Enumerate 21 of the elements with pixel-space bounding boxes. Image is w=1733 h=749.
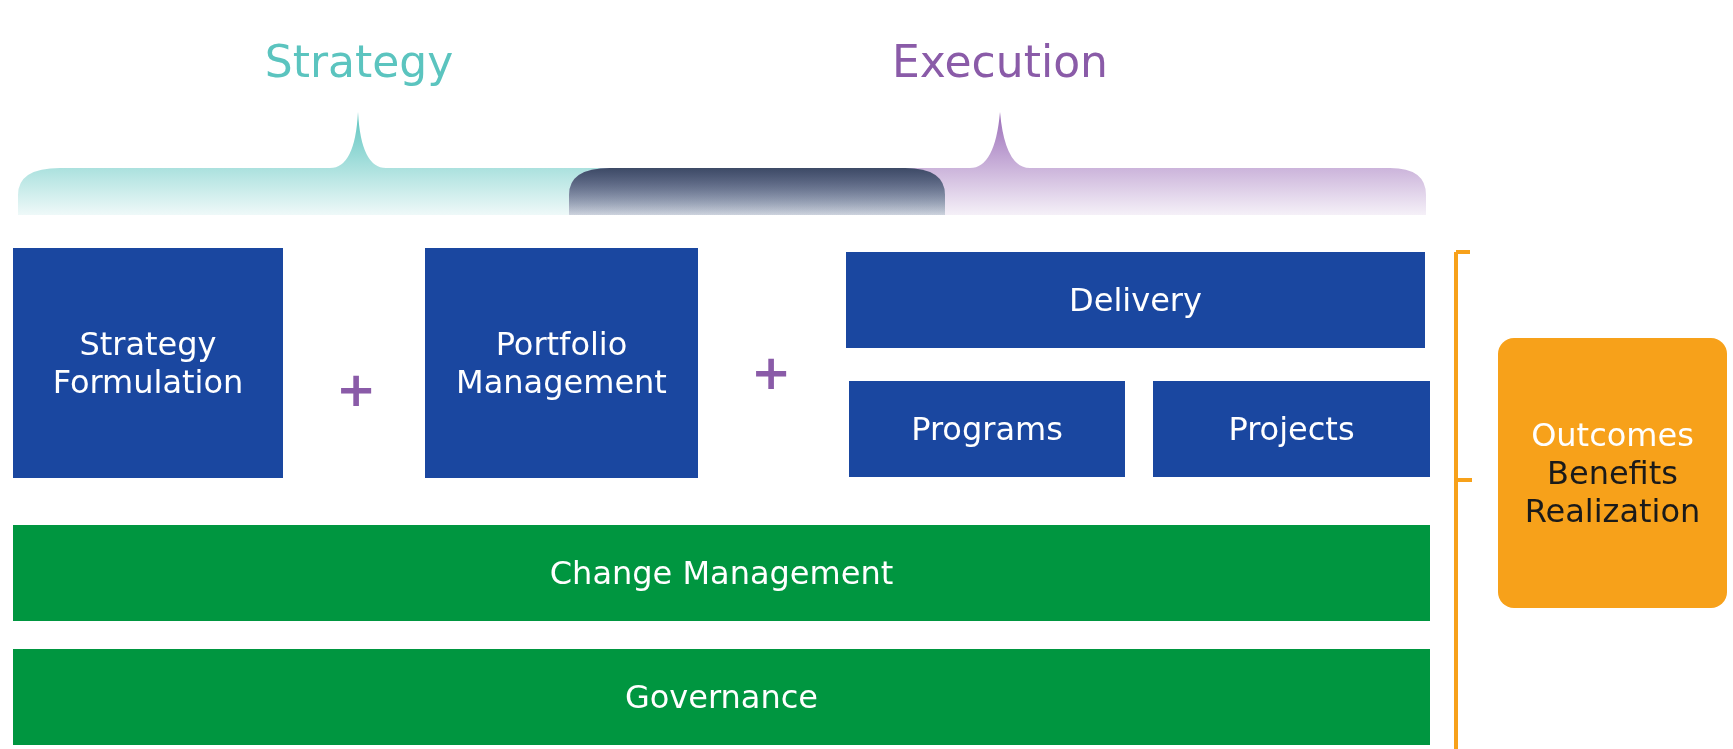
process-box <box>1153 381 1430 477</box>
brace-label: Execution <box>892 35 1108 87</box>
process-box <box>846 252 1425 348</box>
plus-sign: + <box>750 344 792 400</box>
box-label: Projects <box>1228 410 1355 448</box>
process-box <box>425 248 698 478</box>
box-label: Portfolio Management <box>455 325 668 401</box>
box-label: Strategy Formulation <box>51 325 245 401</box>
plus-sign: + <box>335 361 377 417</box>
box-label: Governance <box>624 678 818 716</box>
process-box <box>13 248 283 478</box>
box-label: Delivery <box>1069 281 1202 319</box>
outcome-box <box>1498 338 1727 608</box>
box-label: Outcomes <box>1531 416 1694 454</box>
brace-label: Strategy <box>264 35 454 87</box>
box-label: Change Management <box>549 554 894 592</box>
box-label: Programs <box>911 410 1063 448</box>
layer-bar <box>13 649 1430 745</box>
box-label: Benefits Realization <box>1523 454 1702 530</box>
layer-bar <box>13 525 1430 621</box>
process-box <box>849 381 1125 477</box>
